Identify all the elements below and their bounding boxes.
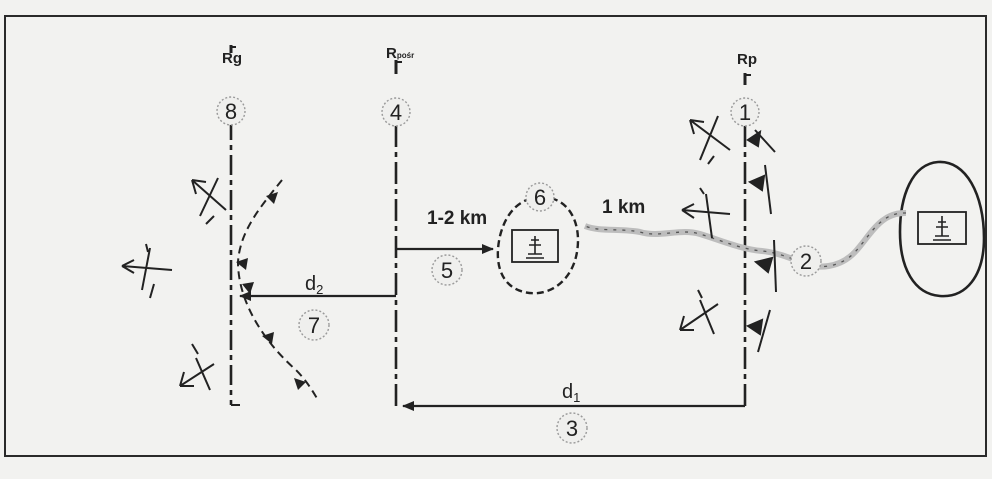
aircraft-silhouette-icon	[679, 289, 719, 335]
marker-2: 2	[790, 245, 822, 277]
command-post-symbol-icon-right	[917, 211, 967, 245]
triangle-marker-group-rp	[745, 129, 777, 353]
svg-text:3: 3	[566, 416, 578, 441]
label-d1: d1	[562, 381, 580, 405]
aircraft-silhouette-icon	[689, 115, 731, 165]
aircraft-silhouette-icon	[179, 343, 215, 391]
aircraft-silhouette-icon	[681, 187, 731, 239]
line-rposr	[394, 60, 402, 408]
label-d2: d2	[305, 273, 323, 297]
label-1-km: 1 km	[602, 197, 645, 218]
line-label-rposr: Rpośr	[386, 45, 414, 62]
diagram-frame	[4, 15, 987, 457]
marker-4: 4	[381, 97, 411, 127]
line-rp	[743, 73, 751, 406]
marker-5: 5	[431, 254, 463, 286]
svg-text:6: 6	[534, 185, 546, 210]
line-label-rg: Rg	[222, 50, 242, 67]
svg-text:4: 4	[390, 100, 402, 125]
marker-7: 7	[298, 309, 330, 341]
marker-8: 8	[216, 96, 246, 126]
triangle-marker-group-rg	[236, 192, 306, 390]
aircraft-silhouette-icon	[121, 243, 173, 299]
svg-text:7: 7	[308, 313, 320, 338]
line-label-rp: Rp	[737, 51, 757, 68]
aircraft-silhouette-icon	[191, 177, 227, 225]
command-post-symbol-icon	[511, 229, 559, 263]
svg-text:1: 1	[739, 100, 751, 125]
unit-area-dashed	[496, 195, 580, 295]
unit-area-solid	[898, 160, 986, 298]
svg-text:2: 2	[800, 249, 812, 274]
svg-text:8: 8	[225, 99, 237, 124]
marker-6: 6	[525, 182, 555, 212]
line-rg	[229, 45, 240, 406]
svg-text:5: 5	[441, 258, 453, 283]
marker-3: 3	[556, 412, 588, 444]
movement-route	[583, 209, 907, 270]
marker-1: 1	[730, 97, 760, 127]
withdrawal-route-arc	[236, 179, 319, 401]
label-1-2-km: 1-2 km	[427, 208, 487, 229]
